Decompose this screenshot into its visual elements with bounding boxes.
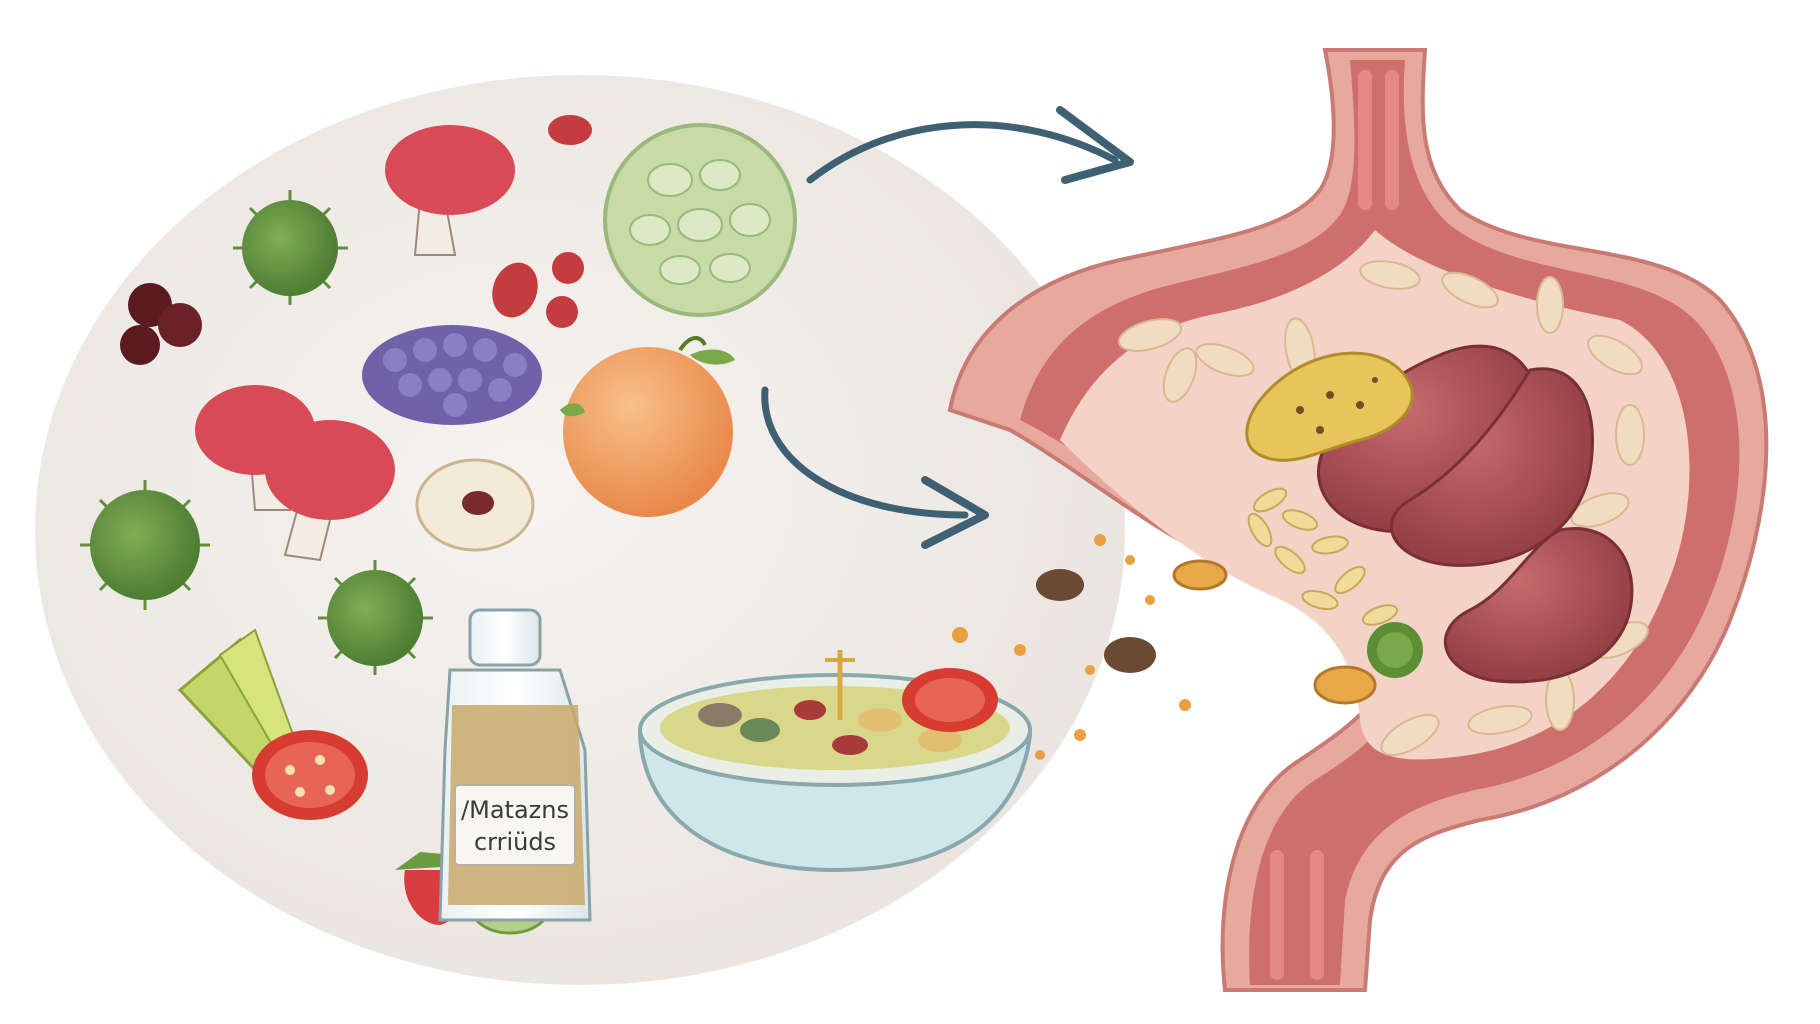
- cell-microbe-icon: [603, 123, 797, 317]
- bottle-label-line1: /Matazns: [461, 796, 569, 824]
- soup-bowl-icon: [637, 650, 1033, 873]
- herb-icon: [1367, 622, 1423, 678]
- green-microbe-icon: [233, 190, 348, 305]
- oil-bottle-icon: /Matazns crriüds: [438, 608, 592, 922]
- fruit-slice-icon: [415, 458, 535, 552]
- red-bean-icon: [492, 115, 592, 328]
- arrow-icon: [806, 106, 1134, 184]
- arrow-icon: [761, 386, 989, 549]
- bottle-label-line2: crriüds: [474, 828, 556, 856]
- celery-icon: [177, 628, 297, 777]
- green-microbe-icon: [80, 480, 210, 610]
- tomato-icon: [252, 730, 368, 820]
- blueberry-cluster-icon: [362, 325, 542, 425]
- stomach-illustration: [947, 48, 1769, 992]
- red-mushroom-icon: [265, 420, 395, 562]
- dark-berry-icon: [120, 283, 202, 365]
- green-microbe-icon: [318, 560, 433, 675]
- orange-fruit-icon: [560, 336, 735, 517]
- red-mushroom-icon: [385, 125, 515, 256]
- flying-particles: [952, 534, 1191, 760]
